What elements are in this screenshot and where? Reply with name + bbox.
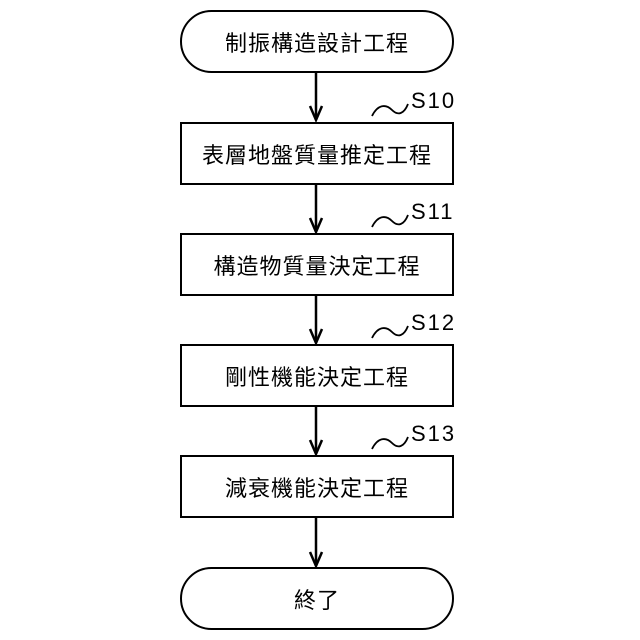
step-label-s10: S10: [411, 88, 456, 114]
process-box-text: 構造物質量決定工程: [213, 249, 420, 281]
process-box-s10: 表層地盤質量推定工程: [180, 122, 454, 185]
leader-tilde: [372, 326, 408, 338]
flow-arrow: [310, 295, 322, 343]
leader-tilde: [372, 215, 408, 227]
process-box-s13: 減衰機能決定工程: [180, 455, 454, 518]
process-box-text: 減衰機能決定工程: [225, 471, 409, 503]
flow-arrow: [310, 518, 322, 566]
process-box-s11: 構造物質量決定工程: [180, 233, 454, 296]
flow-arrow: [310, 184, 322, 232]
step-label-s11: S11: [411, 199, 455, 225]
end-terminal-text: 終了: [294, 583, 340, 615]
flow-arrow: [310, 72, 322, 120]
start-terminal: 制振構造設計工程: [180, 10, 454, 73]
step-label-s12: S12: [411, 310, 456, 336]
process-box-text: 表層地盤質量推定工程: [202, 138, 432, 170]
process-box-text: 剛性機能決定工程: [225, 360, 409, 392]
start-terminal-text: 制振構造設計工程: [225, 26, 409, 58]
leader-tilde: [372, 437, 408, 449]
flow-arrow: [310, 406, 322, 454]
leader-tilde: [372, 104, 408, 116]
process-box-s12: 剛性機能決定工程: [180, 344, 454, 407]
end-terminal: 終了: [180, 567, 454, 630]
step-label-s13: S13: [411, 421, 456, 447]
